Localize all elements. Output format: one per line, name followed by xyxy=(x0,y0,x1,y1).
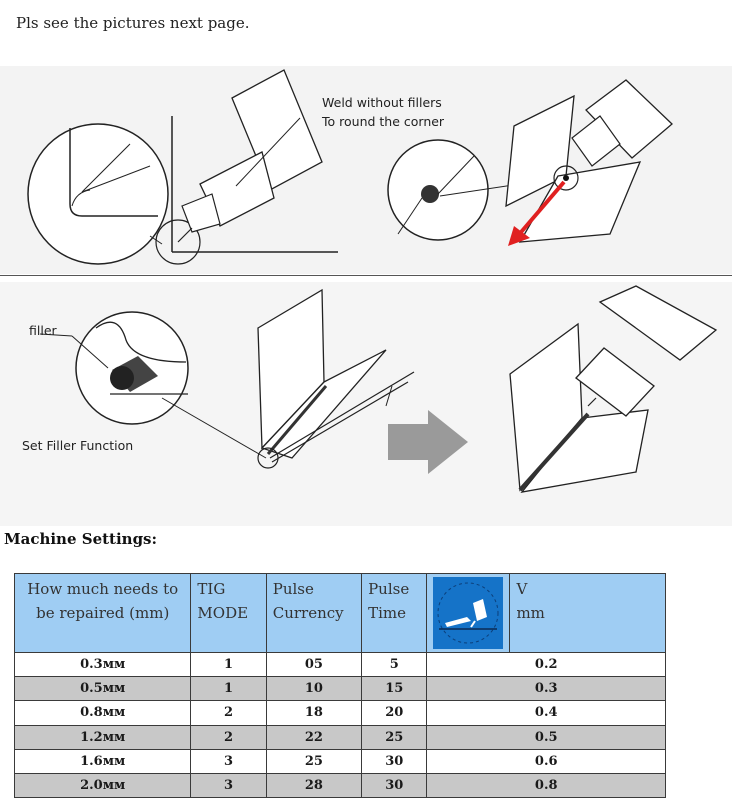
label-filler: filler xyxy=(29,323,57,338)
header-pulse-currency: Pulse Currency xyxy=(265,573,363,653)
table-row: 1.2мм 2 22 25 0.5 xyxy=(13,724,666,750)
cell-current: 28 xyxy=(265,772,363,799)
cell-tig: 1 xyxy=(190,676,267,702)
cell-v: 0.6 xyxy=(426,748,666,774)
header-icon-cell xyxy=(426,573,511,653)
cell-v: 0.8 xyxy=(426,772,666,799)
cell-tig: 1 xyxy=(190,651,267,678)
figure-weld-without-filler: Weld without fillers To round the corner xyxy=(0,66,732,274)
caption-set-filler-function: Set Filler Function xyxy=(22,438,134,453)
header-tig-mode: TIG MODE xyxy=(190,573,267,653)
header-repair-amount: How much needs to be repaired (mm) xyxy=(13,573,192,653)
machine-settings-table: How much needs to be repaired (mm) TIG M… xyxy=(13,573,666,799)
intro-text: Pls see the pictures next page. xyxy=(16,14,250,32)
section-divider xyxy=(0,275,732,276)
cell-tig: 2 xyxy=(190,724,267,750)
figure-set-filler: filler Set Filler Function xyxy=(0,282,732,526)
table-header-row: How much needs to be repaired (mm) TIG M… xyxy=(13,573,666,653)
cell-tig: 3 xyxy=(190,748,267,774)
table-row: 0.3мм 1 05 5 0.2 xyxy=(13,651,666,678)
filler-weld-diagram xyxy=(0,282,732,526)
cell-repair: 1.2мм xyxy=(13,724,192,750)
machine-settings-heading: Machine Settings: xyxy=(4,530,158,548)
table-row: 2.0мм 3 28 30 0.8 xyxy=(13,772,666,799)
cell-repair: 0.3мм xyxy=(13,651,192,678)
cell-repair: 1.6мм xyxy=(13,748,192,774)
table-row: 1.6мм 3 25 30 0.6 xyxy=(13,748,666,774)
cell-current: 25 xyxy=(265,748,363,774)
label-round-corner: To round the corner xyxy=(322,114,445,129)
label-weld-without-fillers: Weld without fillers xyxy=(322,95,442,110)
weld-torch-icon xyxy=(433,577,504,649)
cell-time: 25 xyxy=(361,724,428,750)
cell-current: 10 xyxy=(265,676,363,702)
cell-v: 0.2 xyxy=(426,651,666,678)
cell-time: 20 xyxy=(361,700,428,726)
cell-tig: 3 xyxy=(190,772,267,799)
cell-repair: 0.5мм xyxy=(13,676,192,702)
cell-current: 22 xyxy=(265,724,363,750)
header-pulse-time: Pulse Time xyxy=(361,573,428,653)
cell-current: 05 xyxy=(265,651,363,678)
table-row: 0.5мм 1 10 15 0.3 xyxy=(13,676,666,702)
cell-time: 15 xyxy=(361,676,428,702)
cell-v: 0.4 xyxy=(426,700,666,726)
cell-tig: 2 xyxy=(190,700,267,726)
cell-repair: 2.0мм xyxy=(13,772,192,799)
cell-v: 0.5 xyxy=(426,724,666,750)
cell-current: 18 xyxy=(265,700,363,726)
corner-weld-diagram xyxy=(0,66,732,274)
table-row: 0.8мм 2 18 20 0.4 xyxy=(13,700,666,726)
cell-v: 0.3 xyxy=(426,676,666,702)
cell-time: 30 xyxy=(361,772,428,799)
cell-time: 30 xyxy=(361,748,428,774)
cell-repair: 0.8мм xyxy=(13,700,192,726)
cell-time: 5 xyxy=(361,651,428,678)
